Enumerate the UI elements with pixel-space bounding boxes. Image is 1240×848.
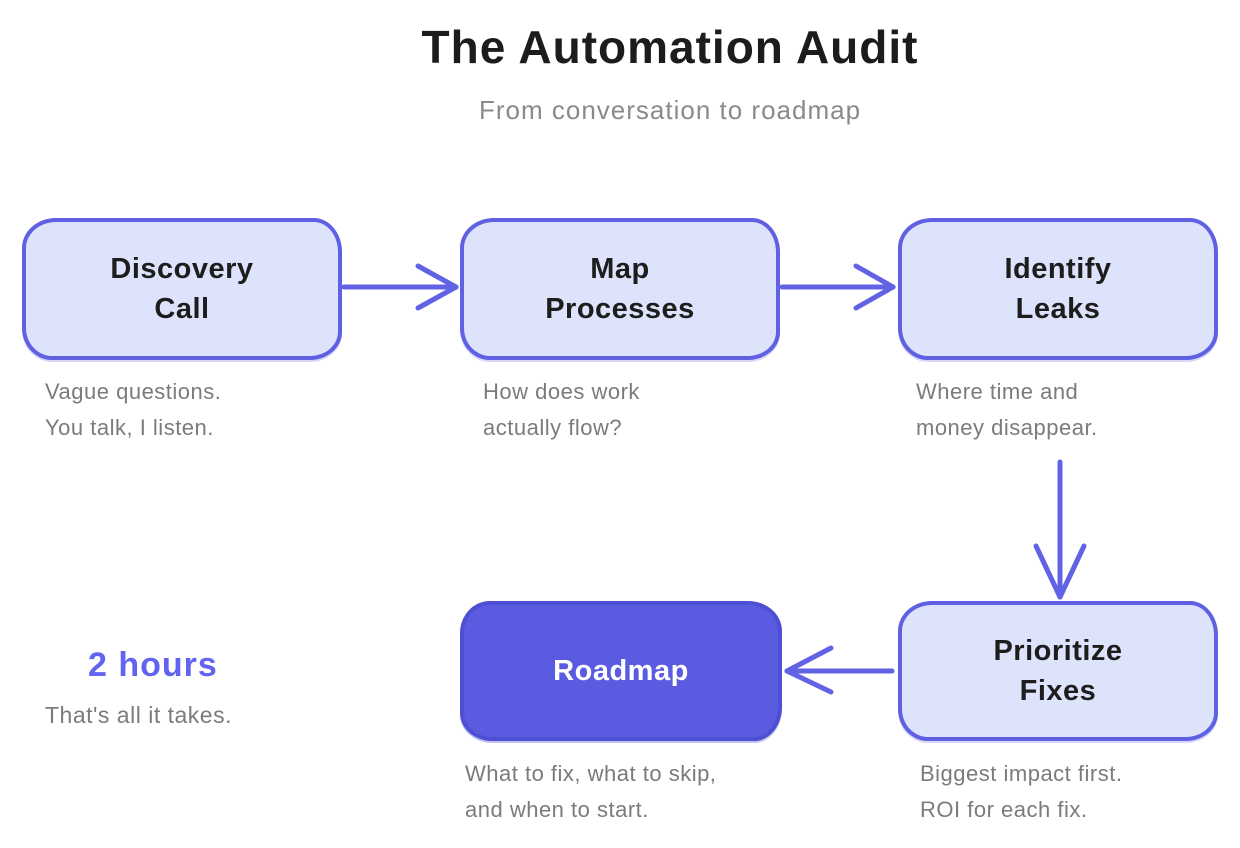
flow-node-identify-leaks: Identify Leaks	[898, 218, 1218, 360]
node-caption-roadmap: What to fix, what to skip, and when to s…	[465, 761, 717, 822]
node-label-map-processes: Map Processes	[545, 253, 695, 325]
node-caption-map-processes: How does work actually flow?	[483, 379, 640, 440]
arrow-map-to-identify	[779, 263, 896, 311]
flow-node-discovery-call: Discovery Call	[22, 218, 342, 360]
duration-badge: 2 hours	[88, 646, 218, 684]
page-subtitle: From conversation to roadmap	[478, 95, 862, 125]
duration-badge-caption: That's all it takes.	[45, 702, 232, 728]
arrow-identify-to-prioritize	[1033, 459, 1087, 600]
arrow-prioritize-to-roadmap	[784, 645, 895, 695]
flow-node-prioritize-fixes: Prioritize Fixes	[898, 601, 1218, 741]
node-label-discovery-call: Discovery Call	[110, 253, 254, 325]
node-caption-discovery-call: Vague questions. You talk, I listen.	[45, 379, 222, 440]
page-title: The Automation Audit	[421, 21, 919, 73]
arrow-discovery-to-map	[341, 263, 459, 311]
node-label-prioritize-fixes: Prioritize Fixes	[993, 635, 1123, 707]
node-caption-prioritize-fixes: Biggest impact first. ROI for each fix.	[920, 761, 1123, 822]
node-caption-identify-leaks: Where time and money disappear.	[916, 379, 1098, 440]
flow-node-map-processes: Map Processes	[460, 218, 780, 360]
node-label-roadmap: Roadmap	[553, 655, 689, 687]
flow-node-roadmap: Roadmap	[460, 601, 782, 741]
node-label-identify-leaks: Identify Leaks	[1004, 253, 1112, 325]
